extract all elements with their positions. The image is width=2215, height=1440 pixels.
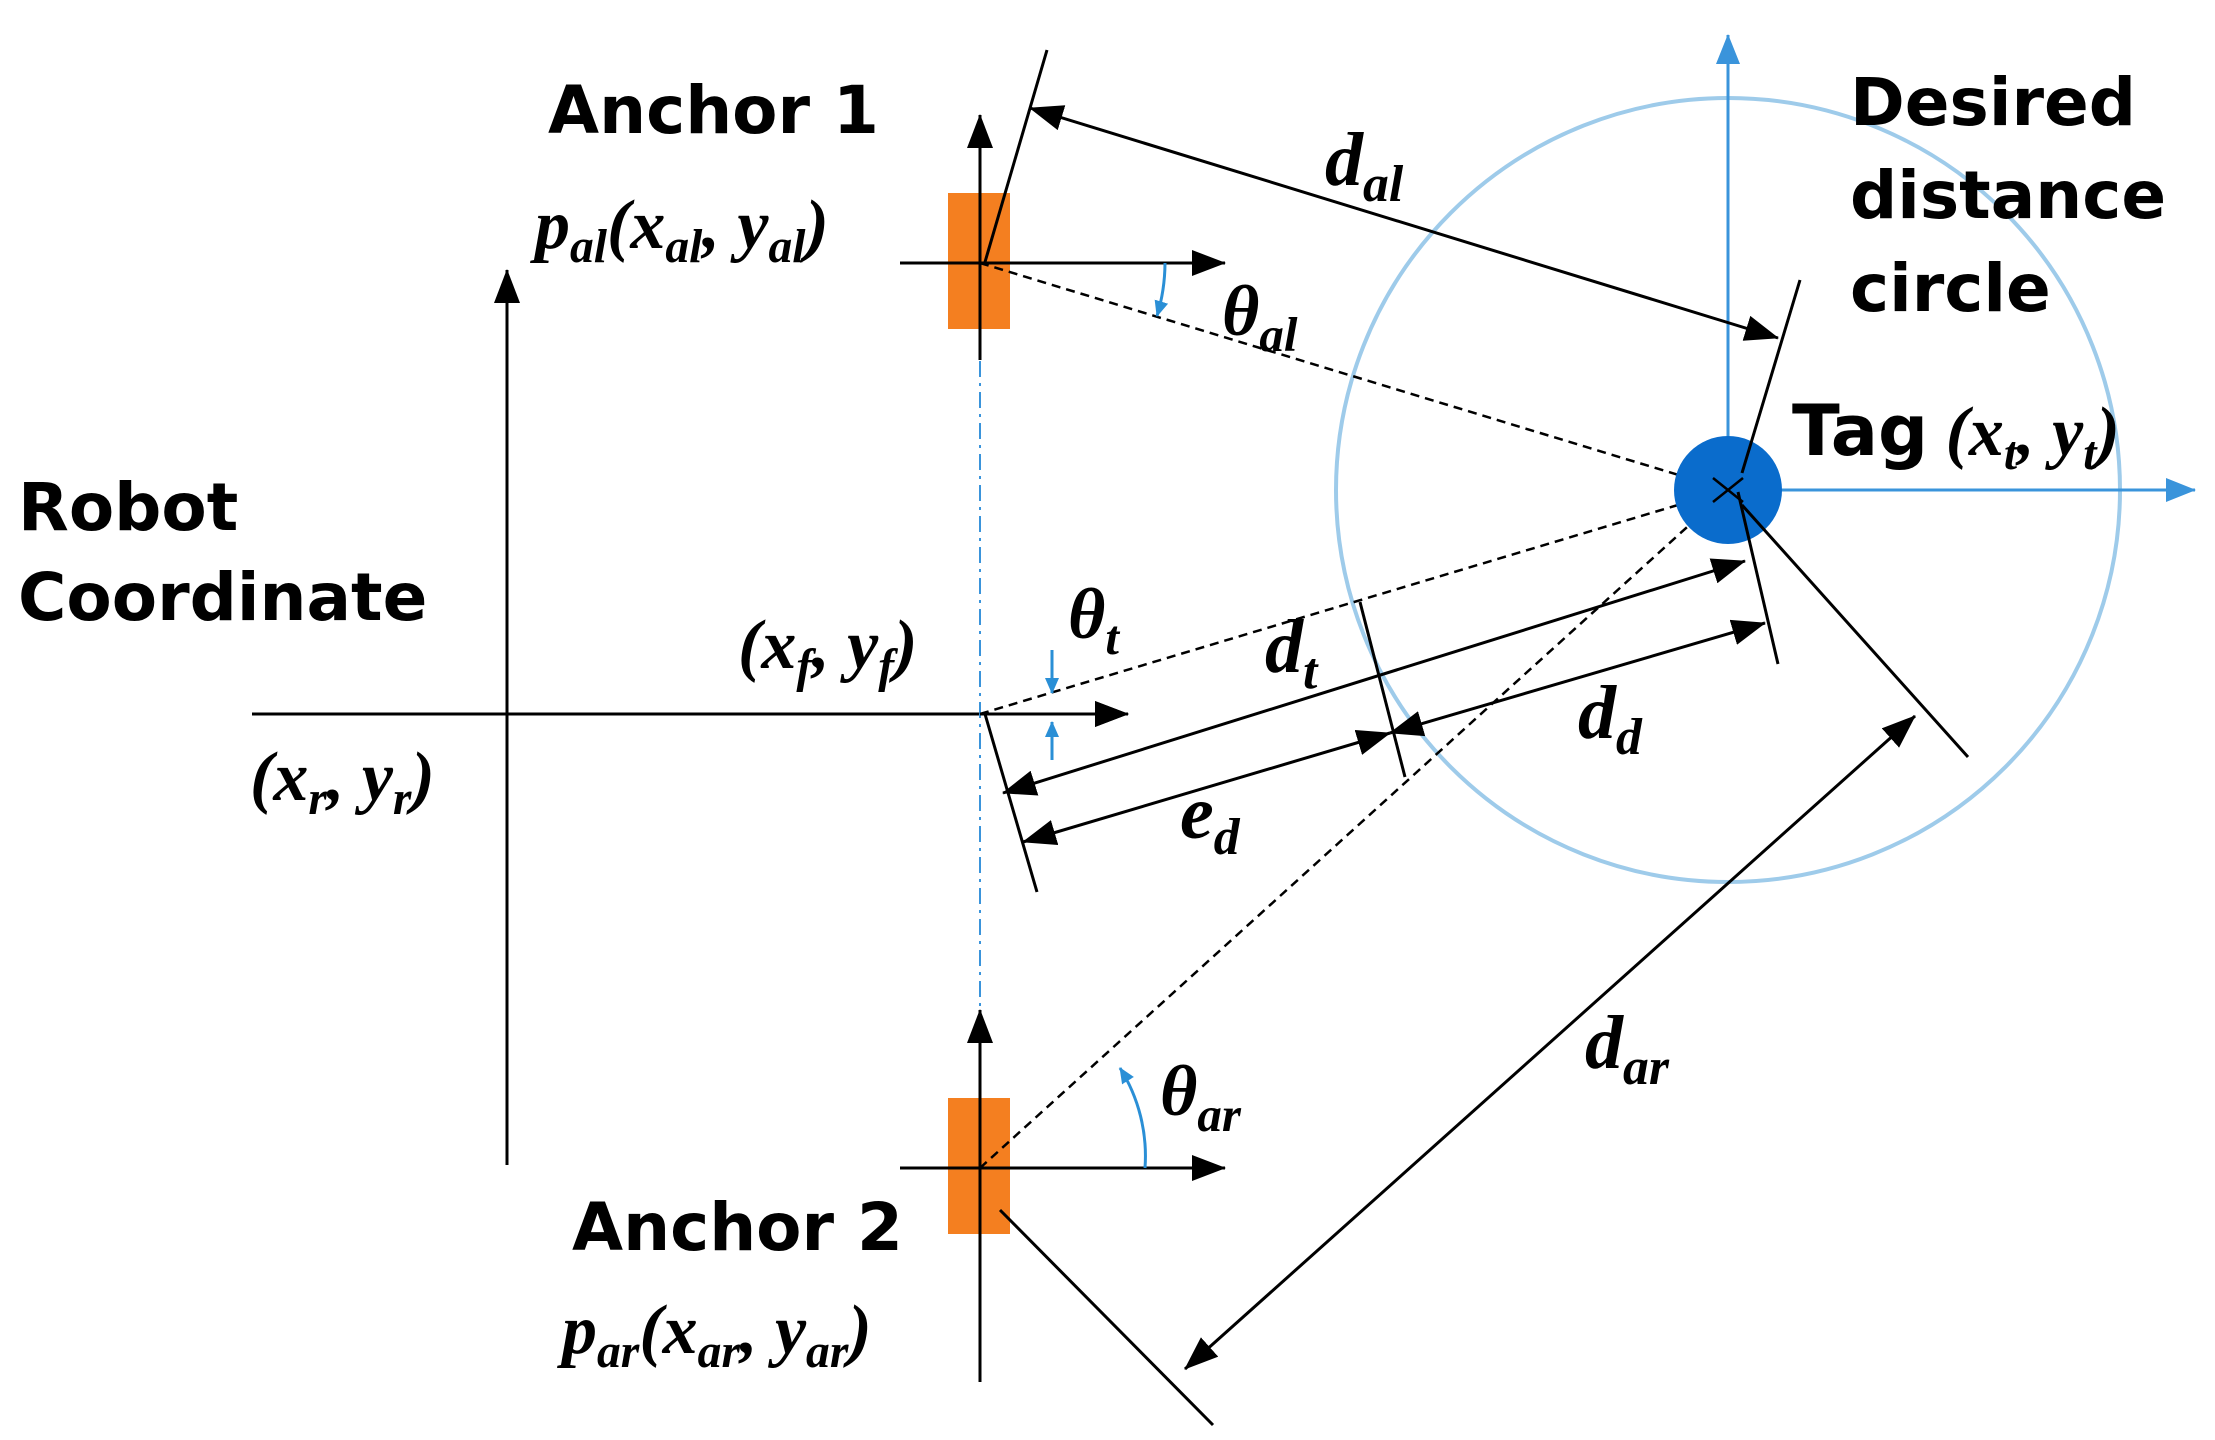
anchor-2-name: Anchor 2: [572, 1189, 903, 1266]
robot-coordinate-label-line1: Robot: [18, 469, 238, 546]
desired-circle-label-line1: Desired: [1850, 64, 2136, 141]
theta-ar-arc: [1118, 1067, 1147, 1169]
front-point-label: (xf, yf): [738, 607, 917, 693]
desired-circle-label-line2: distance: [1850, 157, 2166, 234]
d-ar-arrow: [1183, 714, 1917, 1371]
robot-origin-label: (xr, yr): [250, 739, 435, 825]
tag-label: Tag (xt, yt): [1792, 390, 2120, 480]
theta-al-arc: [1154, 262, 1169, 317]
d-ar-label: dar: [1585, 1001, 1670, 1096]
anchor-2-position: par(xar, yar): [557, 1292, 872, 1378]
d-al-arrow: [1029, 105, 1779, 341]
theta-ar-label: θar: [1160, 1051, 1242, 1142]
e-d-label: ed: [1180, 771, 1241, 866]
robot-coordinate-label-line2: Coordinate: [18, 559, 427, 636]
d-t-label: dt: [1265, 605, 1319, 700]
anchor-1-name: Anchor 1: [548, 72, 879, 149]
anchor-2-axes: [900, 1009, 1226, 1382]
angle-arcs: [1045, 262, 1169, 1169]
desired-circle-label-line3: circle: [1850, 250, 2051, 327]
d-d-arrow: [1389, 619, 1766, 737]
theta-al-label: θal: [1222, 271, 1298, 362]
d-d-label: dd: [1578, 671, 1643, 766]
theta-t-label: θt: [1068, 574, 1120, 665]
dimension-extension-lines: [983, 49, 1970, 1427]
dimension-arrows: [1002, 105, 1917, 1371]
anchor-1-position: pal(xal, yal): [530, 187, 829, 273]
d-al-label: dal: [1325, 118, 1404, 213]
robot-coordinate-axes: [252, 269, 1129, 1165]
